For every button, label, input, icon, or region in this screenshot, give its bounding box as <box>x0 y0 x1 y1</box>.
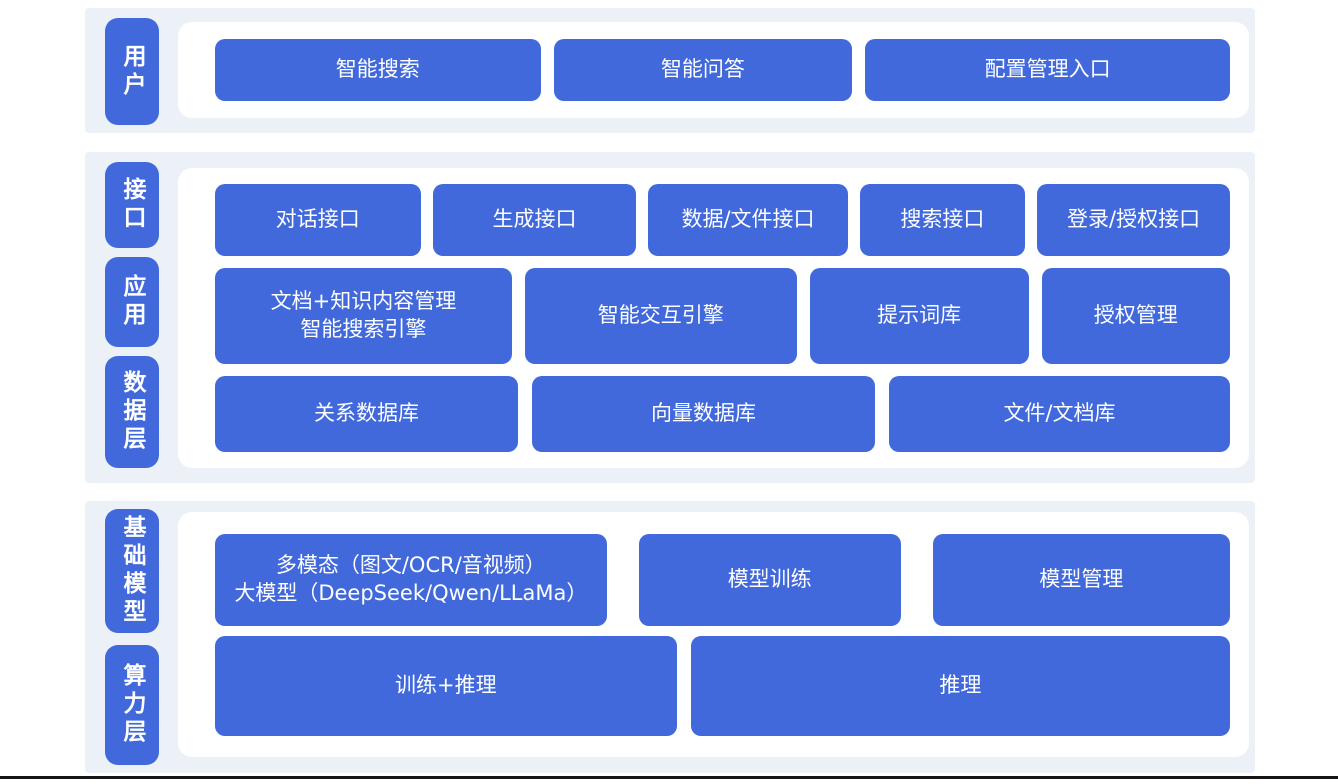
node-row: 训练+推理 推理 <box>215 635 1230 736</box>
node-model-training: 模型训练 <box>638 533 901 626</box>
layer-middle-panel: 对话接口 生成接口 数据/文件接口 搜索接口 登录/授权接口 文档+知识内容管理… <box>178 168 1249 468</box>
node-prompt-library: 提示词库 <box>809 268 1029 364</box>
node-intelligent-qa: 智能问答 <box>553 39 853 101</box>
node-model-management: 模型管理 <box>932 533 1230 626</box>
node-doc-knowledge-search-engine: 文档+知识内容管理 智能搜索引擎 <box>215 268 512 364</box>
node-search-interface: 搜索接口 <box>859 184 1026 256</box>
node-multimodal-large-model: 多模态（图文/OCR/音视频） 大模型（DeepSeek/Qwen/LLaMa） <box>215 533 607 626</box>
layer-user: 用户 智能搜索 智能问答 配置管理入口 <box>85 8 1255 133</box>
node-training-plus-inference: 训练+推理 <box>215 635 677 736</box>
layer-foundation-label-column: 基础模型 算力层 <box>85 501 178 773</box>
footer-divider-line <box>0 776 1338 779</box>
layer-compute-side-label: 算力层 <box>104 645 159 765</box>
layer-middle: 接口 应用 数据层 对话接口 生成接口 数据/文件接口 搜索接口 登录/授权接口… <box>85 152 1255 483</box>
node-relational-database: 关系数据库 <box>215 376 519 452</box>
layer-middle-label-column: 接口 应用 数据层 <box>85 152 178 483</box>
node-vector-database: 向量数据库 <box>532 376 875 452</box>
layer-user-side-label: 用户 <box>104 18 159 125</box>
node-generation-interface: 生成接口 <box>432 184 637 256</box>
node-config-management-entry: 配置管理入口 <box>865 39 1231 101</box>
layer-data-side-label: 数据层 <box>104 356 159 468</box>
node-file-document-library: 文件/文档库 <box>888 376 1230 452</box>
layer-user-panel: 智能搜索 智能问答 配置管理入口 <box>178 22 1249 118</box>
node-inference: 推理 <box>690 635 1230 736</box>
node-login-auth-interface: 登录/授权接口 <box>1037 184 1230 256</box>
layer-interface-side-label: 接口 <box>104 162 159 248</box>
node-data-file-interface: 数据/文件接口 <box>648 184 848 256</box>
layer-user-label-column: 用户 <box>85 8 178 133</box>
node-intelligent-interaction-engine: 智能交互引擎 <box>524 268 797 364</box>
layer-application-side-label: 应用 <box>104 256 159 348</box>
layer-foundation-model-side-label: 基础模型 <box>104 509 159 634</box>
node-row: 关系数据库 向量数据库 文件/文档库 <box>215 376 1230 452</box>
node-row: 多模态（图文/OCR/音视频） 大模型（DeepSeek/Qwen/LLaMa）… <box>215 533 1230 626</box>
layer-foundation-panel: 多模态（图文/OCR/音视频） 大模型（DeepSeek/Qwen/LLaMa）… <box>178 512 1249 757</box>
node-row: 智能搜索 智能问答 配置管理入口 <box>215 39 1231 101</box>
node-authorization-management: 授权管理 <box>1041 268 1230 364</box>
node-intelligent-search: 智能搜索 <box>215 39 541 101</box>
node-row: 文档+知识内容管理 智能搜索引擎 智能交互引擎 提示词库 授权管理 <box>215 268 1230 364</box>
layer-foundation: 基础模型 算力层 多模态（图文/OCR/音视频） 大模型（DeepSeek/Qw… <box>85 501 1255 773</box>
node-row: 对话接口 生成接口 数据/文件接口 搜索接口 登录/授权接口 <box>215 184 1230 256</box>
node-dialog-interface: 对话接口 <box>215 184 421 256</box>
